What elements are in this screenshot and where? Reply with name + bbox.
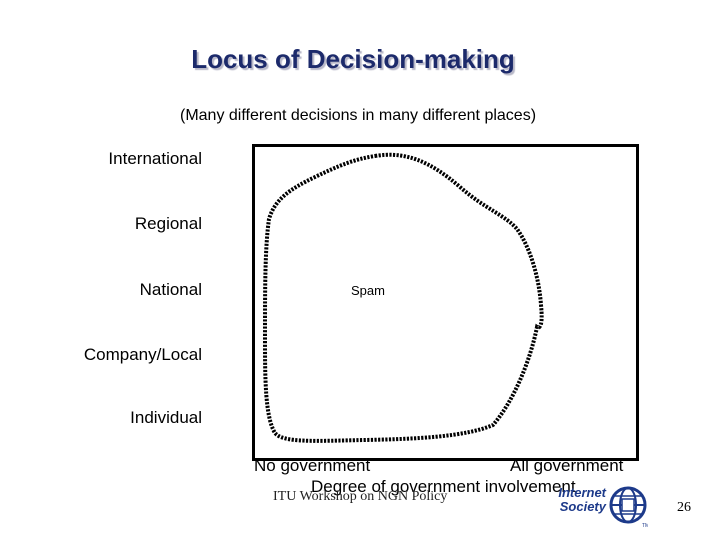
x-label-all-government: All government xyxy=(510,456,624,475)
spam-region-outline xyxy=(263,152,544,443)
logo-text-line2: Society xyxy=(559,499,606,514)
slide-title: Locus of Decision-making xyxy=(191,44,515,74)
page-number: 26 xyxy=(677,500,691,515)
internet-society-logo: Internet Society TM xyxy=(544,484,666,532)
globe-icon: TM xyxy=(609,486,648,529)
svg-text:TM: TM xyxy=(642,523,648,529)
slide-subtitle: (Many different decisions in many differ… xyxy=(179,107,537,124)
logo-text-line1: Internet xyxy=(558,485,606,500)
y-level-individual: Individual xyxy=(130,408,202,427)
x-label-no-government: No government xyxy=(254,456,371,475)
x-axis-title: Degree of government involvement xyxy=(311,477,576,496)
region-label-spam: Spam xyxy=(351,283,385,298)
y-level-company-local: Company/Local xyxy=(83,345,202,364)
logo-text: Internet Society xyxy=(544,486,606,514)
diagram-frame: Spam xyxy=(252,144,639,461)
y-level-international: International xyxy=(108,149,202,168)
y-level-regional: Regional xyxy=(134,214,202,233)
y-level-national: National xyxy=(139,280,202,299)
footer-text: ITU Workshop on NGN Policy xyxy=(273,489,448,504)
